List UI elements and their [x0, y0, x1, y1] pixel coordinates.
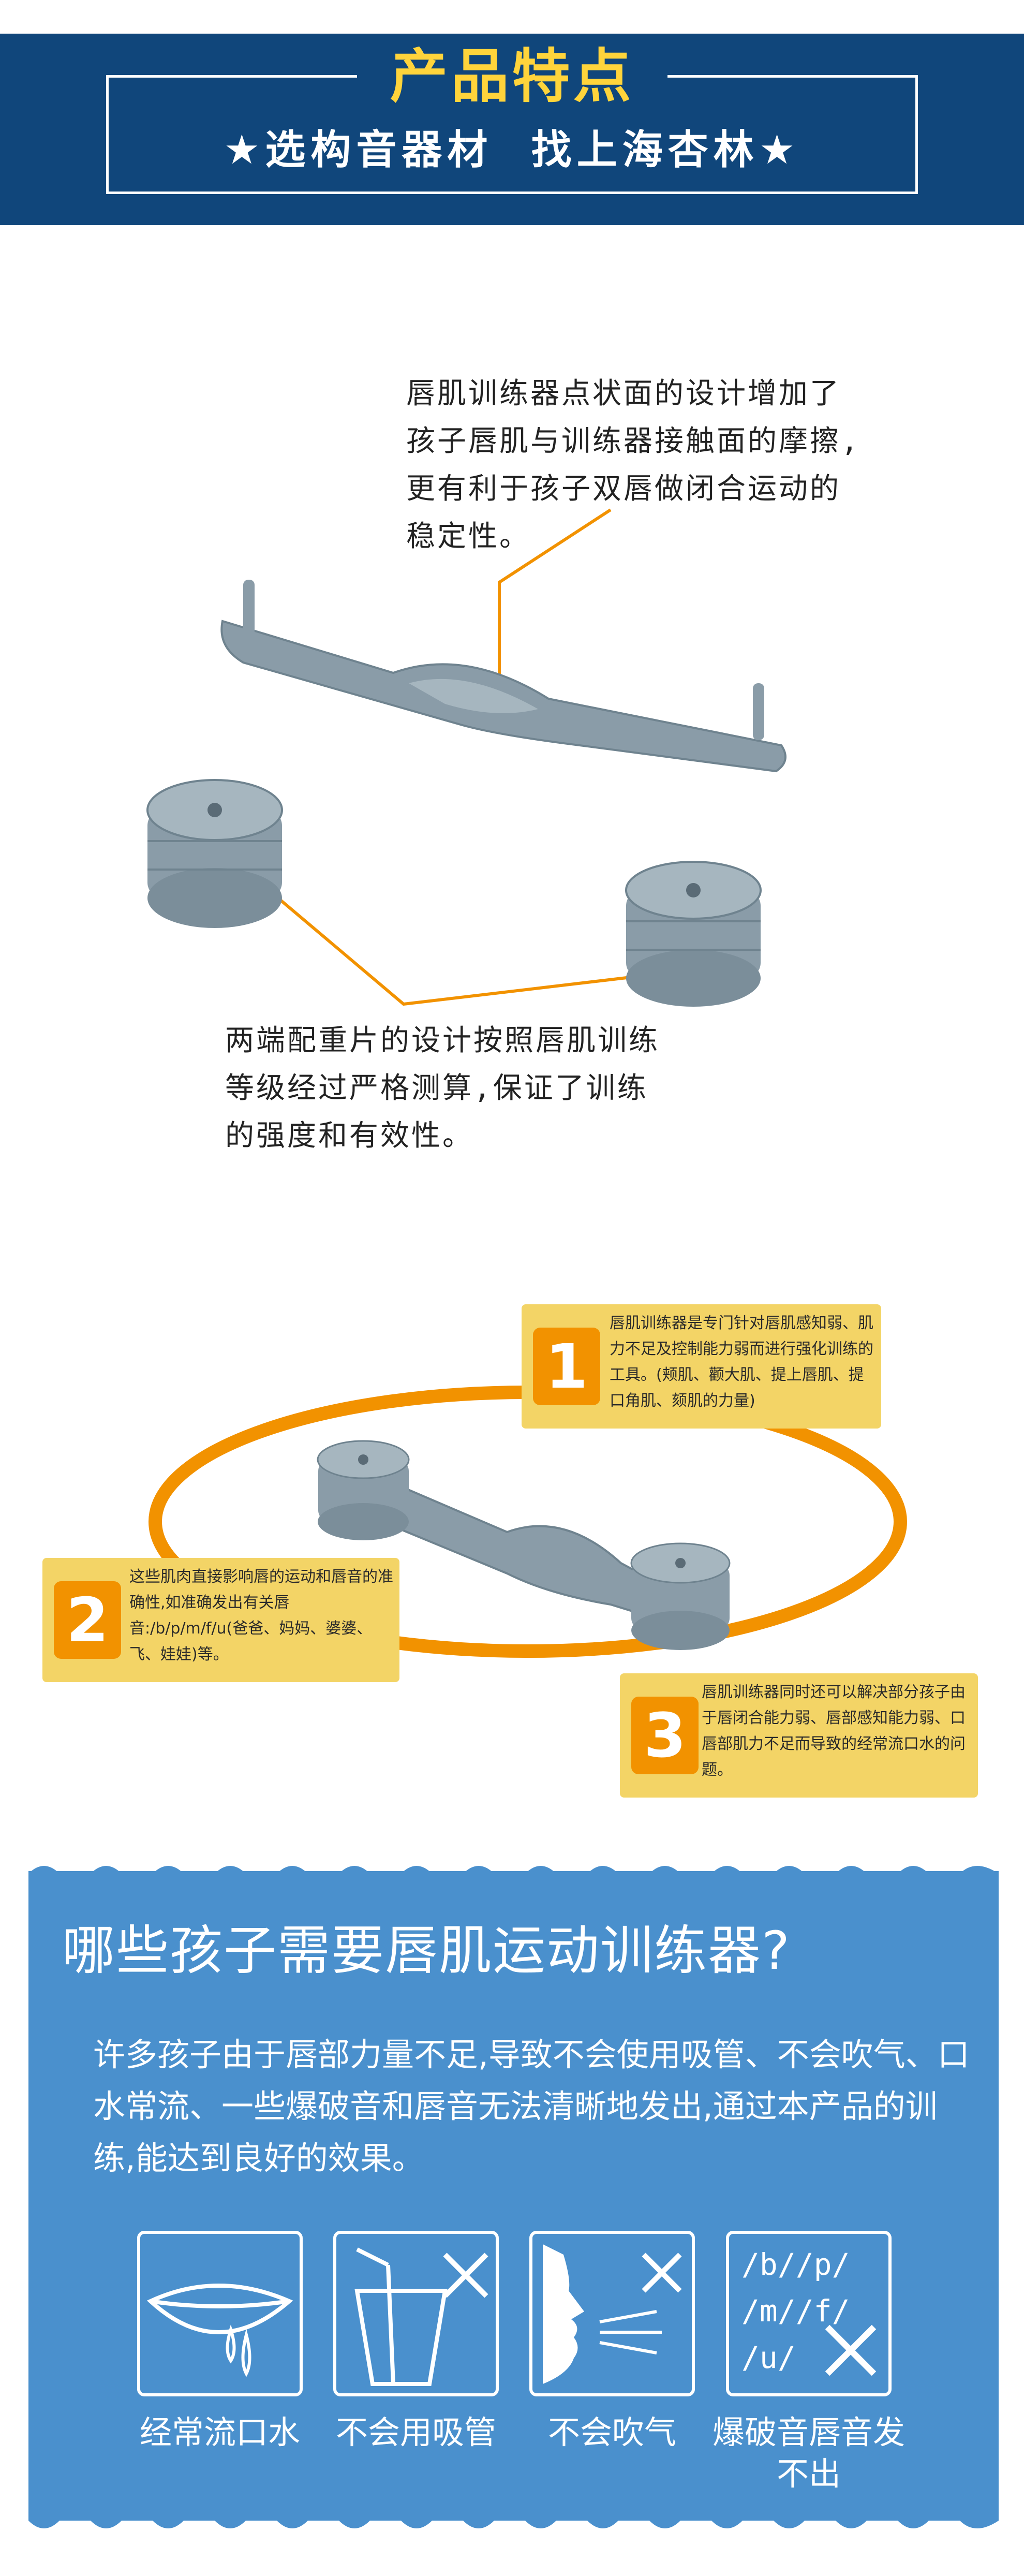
sounds-icon: /b//p/ /m//f/ /u/: [726, 2231, 892, 2396]
drooling-mouth-icon: [137, 2231, 303, 2396]
sounds-line: /u/: [741, 2340, 796, 2375]
feature-text: 唇肌训练器同时还可以解决部分孩子由于唇闭合能力弱、唇部感知能力弱、口唇部肌力不足…: [702, 1683, 966, 1779]
lip-trainer-bar: [220, 580, 786, 773]
callout-top-line: 唇肌训练器点状面的设计增加了: [406, 377, 841, 410]
weight-stack-left: [146, 779, 283, 928]
callout-bottom-line: 两端配重片的设计按照唇肌训练: [225, 1024, 660, 1057]
blowing-face-icon: [529, 2231, 695, 2396]
info-panel: [28, 1871, 999, 2521]
icon-label-blowing: 不会吹气: [547, 2413, 676, 2451]
info-title: 哪些孩子需要唇肌运动训练器?: [62, 1920, 791, 1982]
feature-text: 唇肌训练器是专门针对唇肌感知弱、肌力不足及控制能力弱而进行强化训练的工具。(颊肌…: [610, 1314, 873, 1410]
panel-wavy-edges: [28, 1866, 999, 2528]
feature-box-1: 1 唇肌训练器是专门针对唇肌感知弱、肌力不足及控制能力弱而进行强化训练的工具。(…: [522, 1304, 881, 1429]
callout-bottom-line: 的强度和有效性。: [225, 1119, 473, 1153]
page-title: 产品特点: [390, 43, 634, 110]
icon-label-sounds: 爆破音唇音发不出: [712, 2413, 905, 2493]
callout-top: 唇肌训练器点状面的设计增加了 孩子唇肌与训练器接触面的摩擦, 更有利于孩子双唇做…: [406, 370, 903, 561]
bar-peg-right: [753, 683, 764, 740]
sounds-line: /m//f/: [741, 2293, 850, 2329]
feature-box-3: 3 唇肌训练器同时还可以解决部分孩子由于唇闭合能力弱、唇部感知能力弱、口唇部肌力…: [620, 1673, 978, 1798]
straw-cup-icon: [333, 2231, 499, 2396]
callout-bottom-leader: [253, 876, 702, 1006]
product-illustration: [146, 508, 786, 1007]
weight-stack-right: [625, 861, 762, 1007]
callout-top-line: 孩子唇肌与训练器接触面的摩擦,: [406, 424, 860, 458]
callout-top-line: 更有利于孩子双唇做闭合运动的: [406, 472, 841, 506]
callout-bottom-line: 等级经过严格测算,保证了训练: [225, 1071, 648, 1105]
feature-number-badge: 1: [533, 1328, 600, 1405]
sounds-line: /b//p/: [741, 2247, 850, 2282]
feature-number-badge: 2: [54, 1581, 121, 1659]
callout-top-leader: [498, 508, 612, 701]
icon-label-drooling: 经常流口水: [139, 2413, 300, 2451]
assembled-trainer: [317, 1440, 731, 1650]
page-subtitle: ★选构音器材 找上海杏林★: [224, 127, 800, 173]
feature-text: 这些肌肉直接影响唇的运动和唇音的准确性,如准确发出有关唇音:/b/p/m/f/u…: [129, 1568, 393, 1664]
callout-bottom: 两端配重片的设计按照唇肌训练 等级经过严格测算,保证了训练 的强度和有效性。: [225, 1017, 680, 1160]
title-frame-gap: [357, 62, 667, 93]
feature-box-2: 2 这些肌肉直接影响唇的运动和唇音的准确性,如准确发出有关唇音:/b/p/m/f…: [42, 1558, 399, 1682]
cross-icon: [825, 2324, 877, 2376]
info-description: 许多孩子由于唇部力量不足,导致不会使用吸管、不会吹气、口水常流、一些爆破音和唇音…: [93, 2036, 970, 2177]
feature-number-badge: 3: [631, 1697, 699, 1774]
icon-label-straw: 不会用吸管: [335, 2413, 496, 2451]
bar-peg-left: [243, 580, 255, 637]
callout-top-line: 稳定性。: [406, 520, 530, 553]
